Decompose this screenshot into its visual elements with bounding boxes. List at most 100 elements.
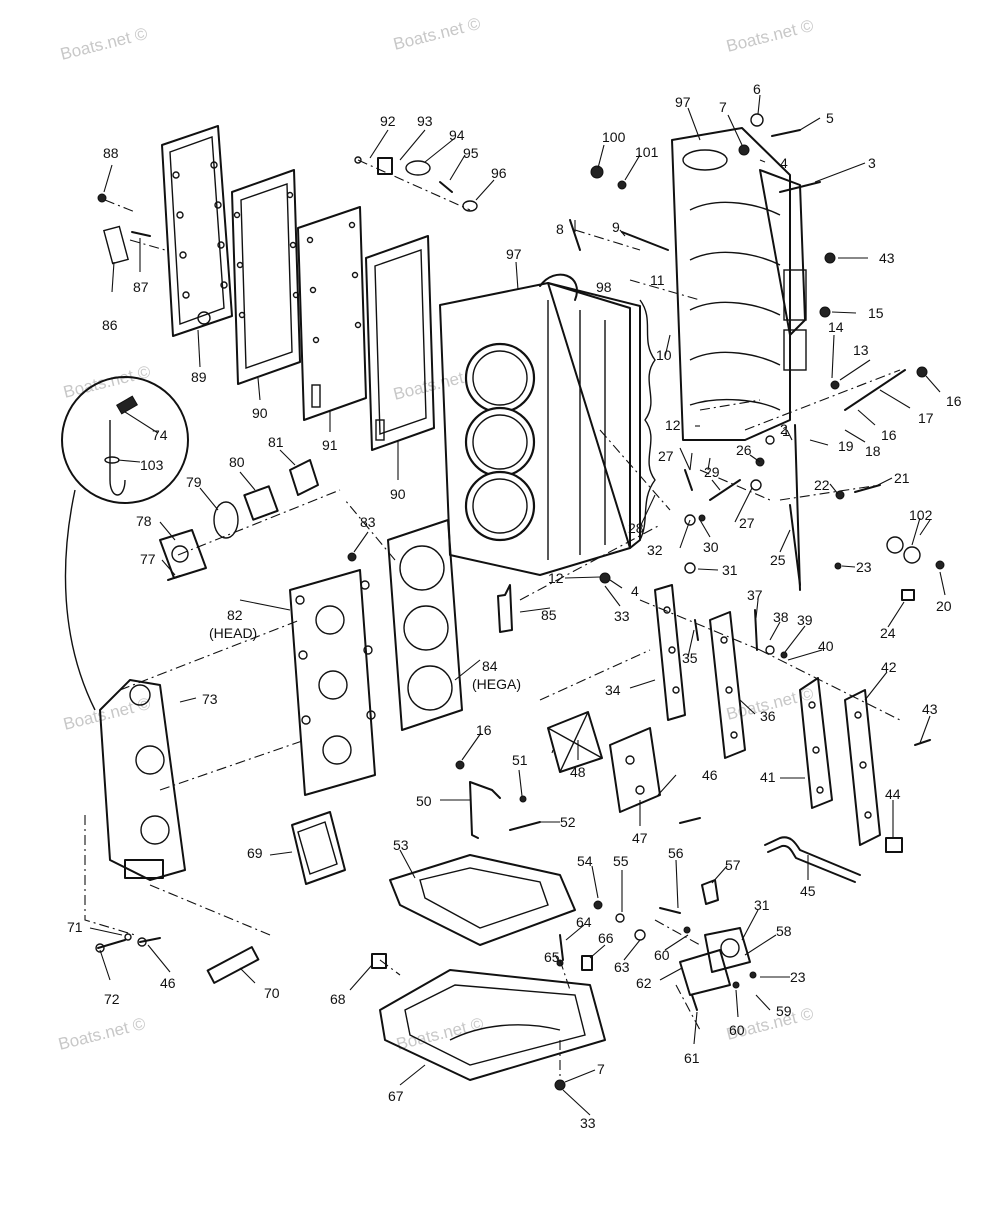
callout-68: 68 — [330, 991, 346, 1007]
bracket-50 — [469, 781, 501, 839]
callout-40: 40 — [818, 638, 834, 654]
exhaust-gasket-inner — [365, 235, 435, 451]
callout-9: 9 — [612, 219, 620, 235]
callout-53: 53 — [393, 837, 409, 853]
bolt-group-left — [95, 933, 161, 953]
callout-8: 8 — [556, 221, 564, 237]
callout-6: 6 — [753, 81, 761, 97]
transfer-port-cover-34 — [654, 584, 686, 721]
callout-86: 86 — [102, 317, 118, 333]
watermark: Boats.net © — [724, 16, 815, 56]
callout-63: 63 — [614, 959, 630, 975]
head-gasket — [387, 519, 463, 731]
callout-labels: 1 2 3 4 4 5 6 7 7 8 9 10 11 12 12 13 14 … — [67, 81, 962, 1131]
callout-19: 19 — [838, 438, 854, 454]
callout-56: 56 — [668, 845, 684, 861]
callout-4: 4 — [780, 155, 788, 171]
callout-25: 25 — [770, 552, 786, 568]
callout-7: 7 — [719, 99, 727, 115]
callout-35: 35 — [682, 650, 698, 666]
callout-13: 13 — [853, 342, 869, 358]
callout-1: 1 — [782, 423, 790, 439]
callout-3: 3 — [868, 155, 876, 171]
callout-71: 71 — [67, 919, 83, 935]
callout-79: 79 — [186, 474, 202, 490]
callout-27: 27 — [658, 448, 674, 464]
callout-92: 92 — [380, 113, 396, 129]
callout-31: 31 — [722, 562, 738, 578]
callout-21: 21 — [894, 470, 910, 486]
callout-32: 32 — [647, 542, 663, 558]
callout-62: 62 — [636, 975, 652, 991]
powerhead-adapter-plate — [379, 969, 606, 1081]
callout-83: 83 — [360, 514, 376, 530]
callout-28: 28 — [628, 520, 644, 536]
callout-73: 73 — [202, 691, 218, 707]
callout-46: 46 — [160, 975, 176, 991]
linkage-assembly — [371, 879, 757, 1091]
callout-22: 22 — [814, 477, 830, 493]
cylinder-block — [439, 273, 656, 576]
water-tube-45 — [764, 836, 861, 876]
crankcase-cover — [671, 127, 807, 441]
callout-64: 64 — [576, 914, 592, 930]
cylinder-head — [289, 569, 376, 796]
callout-leaders — [89, 94, 946, 1116]
gasket-kit-box — [291, 811, 346, 885]
watermark: Boats.net © — [391, 14, 482, 54]
pin-8 — [569, 219, 581, 251]
callout-45: 45 — [800, 883, 816, 899]
callout-16: 16 — [946, 393, 962, 409]
callout-27: 27 — [739, 515, 755, 531]
callout-97: 97 — [675, 94, 691, 110]
callout-101: 101 — [635, 144, 659, 160]
callout-57: 57 — [725, 857, 741, 873]
thermostat-cover — [99, 679, 186, 881]
callout-52: 52 — [560, 814, 576, 830]
inset-leader — [64, 489, 96, 711]
rod-17 — [844, 369, 906, 411]
callout-20: 20 — [936, 598, 952, 614]
callout-89: 89 — [191, 369, 207, 385]
callout-81: 81 — [268, 434, 284, 450]
callout-59: 59 — [776, 1003, 792, 1019]
watermark: Boats.net © — [61, 694, 152, 734]
callout-88: 88 — [103, 145, 119, 161]
callout-43: 43 — [922, 701, 938, 717]
exhaust-divider-plate — [297, 206, 367, 421]
temperature-sensor — [206, 946, 260, 984]
exhaust-cover-plate — [161, 125, 233, 337]
callout-42: 42 — [881, 659, 897, 675]
thermostat-parts — [159, 459, 319, 581]
callout-31: 31 — [754, 897, 770, 913]
callout-37: 37 — [747, 587, 763, 603]
bypass-cover-42 — [844, 689, 881, 846]
callout-14: 14 — [828, 319, 844, 335]
callout-95: 95 — [463, 145, 479, 161]
callout-67: 67 — [388, 1088, 404, 1104]
callout-48: 48 — [570, 764, 586, 780]
callout-54: 54 — [577, 853, 593, 869]
callout-24: 24 — [880, 625, 896, 641]
callout-29: 29 — [704, 464, 720, 480]
callout-103: 103 — [140, 457, 164, 473]
callout-82-qualifier: (HEAD) — [209, 625, 257, 641]
callout-47: 47 — [632, 830, 648, 846]
watermark: Boats.net © — [56, 1014, 147, 1054]
callout-5: 5 — [826, 110, 834, 126]
callout-46: 46 — [702, 767, 718, 783]
callout-38: 38 — [773, 609, 789, 625]
watermark: Boats.net © — [61, 362, 152, 402]
callout-66: 66 — [598, 930, 614, 946]
stud-9 — [621, 231, 669, 251]
cover-plate-47 — [609, 727, 661, 813]
callout-15: 15 — [868, 305, 884, 321]
bypass-cover-41 — [799, 677, 833, 809]
callout-91: 91 — [322, 437, 338, 453]
callout-78: 78 — [136, 513, 152, 529]
callout-39: 39 — [797, 612, 813, 628]
callout-74: 74 — [152, 427, 168, 443]
callout-98: 98 — [596, 279, 612, 295]
callout-2: 2 — [780, 421, 788, 437]
cover-plate-48 — [547, 711, 603, 773]
